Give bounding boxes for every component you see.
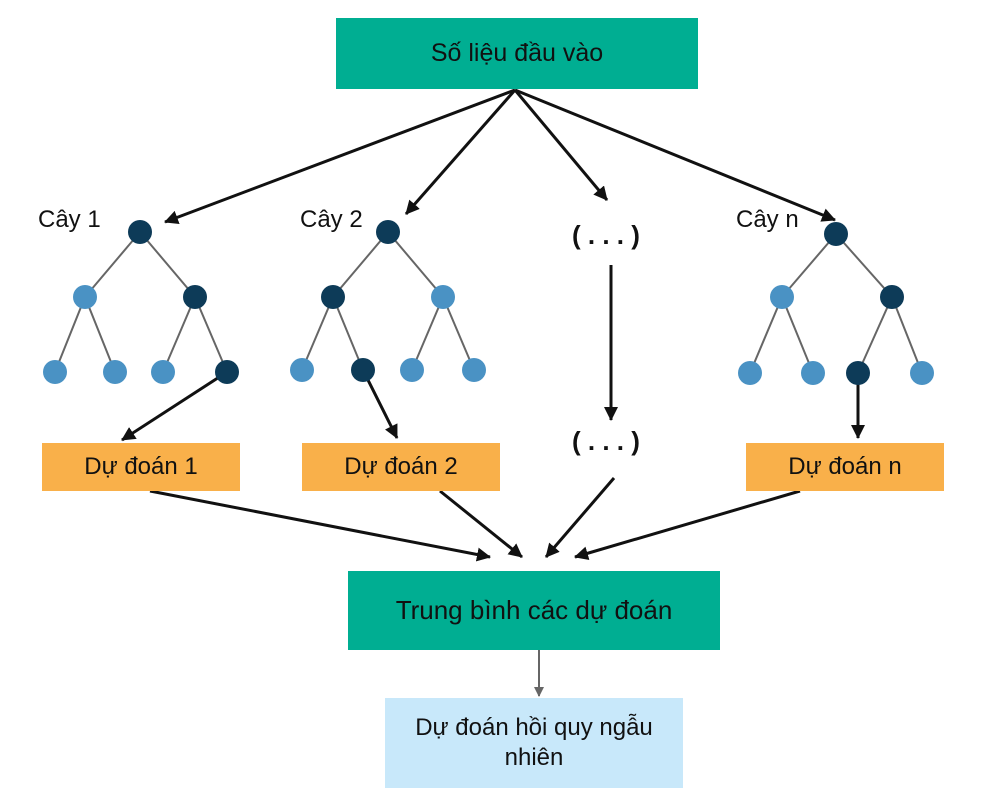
tree-node: [183, 285, 207, 309]
tree-n-nodes: [738, 222, 934, 385]
tree-node: [801, 361, 825, 385]
tree-n-label: Cây n: [736, 206, 799, 233]
input-data-label: Số liệu đầu vào: [430, 39, 604, 67]
arrow-input-to-tree-n: [514, 88, 836, 222]
prediction-box-n: Dự đoán n: [746, 443, 944, 491]
tree-1-nodes: [43, 220, 239, 384]
tree-node: [376, 220, 400, 244]
tree-node: [43, 360, 67, 384]
prediction-label-2: Dự đoán 2: [344, 453, 458, 480]
tree-node: [770, 285, 794, 309]
tree-2-label: Cây 2: [300, 206, 363, 233]
tree-node: [846, 361, 870, 385]
tree-node: [103, 360, 127, 384]
ellipsis-bottom: ( . . . ): [572, 426, 640, 456]
tree-node: [321, 285, 345, 309]
tree-1-edges: [54, 231, 228, 373]
random-forest-output-box: Dự đoán hồi quy ngẫu nhiên: [385, 698, 683, 788]
tree-n-edges: [749, 233, 923, 374]
input-data-box: Số liệu đầu vào: [336, 18, 698, 89]
arrow-tree-2-to-prediction: [361, 369, 399, 439]
prediction-label-n: Dự đoán n: [788, 453, 902, 480]
random-forest-output-label: Dự đoán hồi quy ngẫu nhiên: [415, 714, 653, 771]
tree-node: [73, 285, 97, 309]
tree-2-edges: [301, 231, 475, 371]
arrow-tree-1-to-prediction: [121, 370, 228, 442]
tree-node: [738, 361, 762, 385]
tree-node: [151, 360, 175, 384]
average-predictions-box: Trung bình các dự đoán: [348, 571, 720, 650]
tree-node: [400, 358, 424, 382]
tree-node: [880, 285, 904, 309]
arrow-prediction-2-to-average: [439, 489, 523, 559]
tree-2-nodes: [290, 220, 486, 382]
arrow-ellipsis-to-average: [544, 477, 616, 558]
arrow-prediction-n-to-average: [574, 489, 801, 561]
tree-node: [290, 358, 314, 382]
arrow-input-to-tree-1: [164, 88, 516, 224]
arrow-input-to-ellipsis: [513, 89, 609, 201]
prediction-box-2: Dự đoán 2: [302, 443, 500, 491]
tree-node: [462, 358, 486, 382]
tree-node: [215, 360, 239, 384]
tree-node: [351, 358, 375, 382]
prediction-label-1: Dự đoán 1: [84, 453, 198, 480]
arrow-prediction-1-to-average: [149, 489, 491, 562]
tree-node: [824, 222, 848, 246]
prediction-box-1: Dự đoán 1: [42, 443, 240, 491]
tree-node: [910, 361, 934, 385]
tree-1-label: Cây 1: [38, 206, 101, 233]
arrow-input-to-tree-2: [404, 89, 517, 215]
ellipsis-top: ( . . . ): [572, 220, 640, 250]
tree-node: [431, 285, 455, 309]
tree-node: [128, 220, 152, 244]
average-predictions-label: Trung bình các dự đoán: [395, 595, 673, 625]
